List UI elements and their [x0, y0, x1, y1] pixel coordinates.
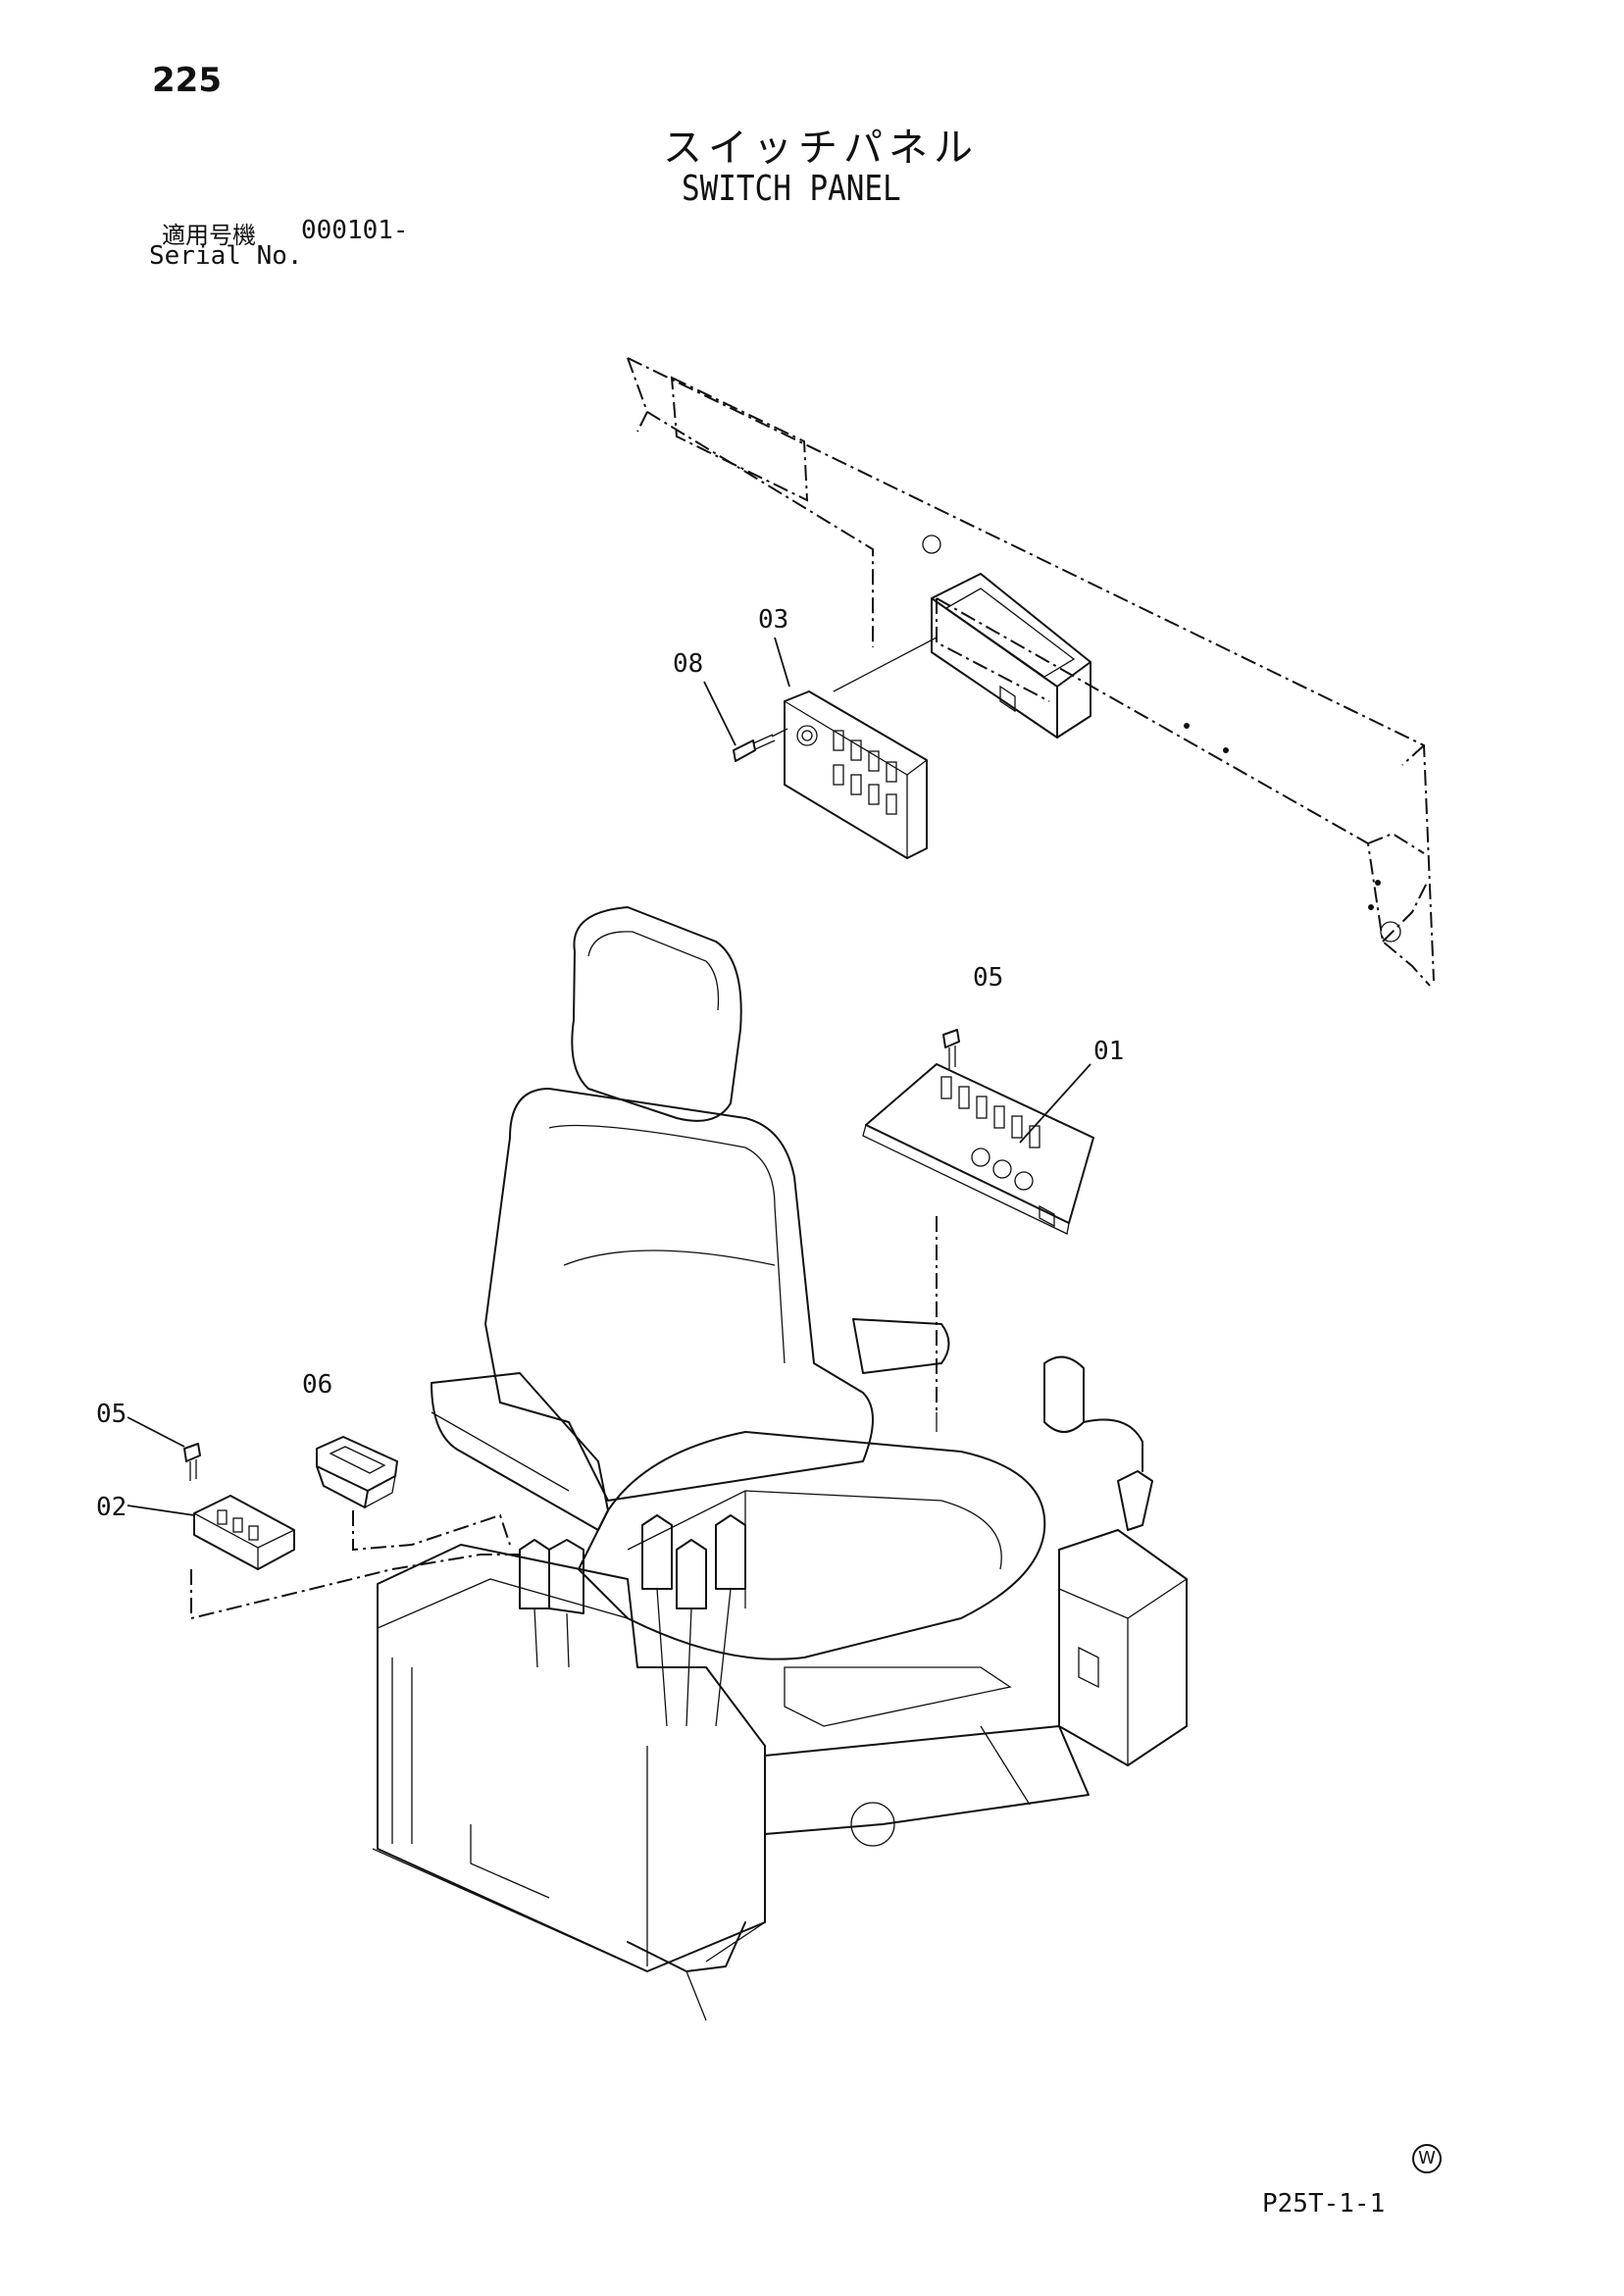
watermark-circle-w: W	[1412, 2144, 1442, 2173]
page-number: 225	[152, 61, 222, 100]
title-japanese: スイッチパネル	[663, 126, 979, 171]
title-english: SWITCH PANEL	[682, 169, 901, 209]
front-console-beam	[627, 357, 1435, 987]
serial-label-english: Serial No.	[149, 241, 303, 271]
callout-06: 06	[302, 1370, 332, 1400]
leader-03	[774, 637, 790, 688]
switch-panel-03	[784, 690, 928, 859]
screw-05-left	[183, 1443, 201, 1481]
leader-08	[703, 681, 736, 746]
switch-panel-02	[193, 1495, 295, 1570]
serial-label-japanese: 適用号機	[162, 222, 256, 249]
callout-05-left: 05	[96, 1400, 127, 1429]
callout-08: 08	[673, 649, 703, 679]
callout-05-top: 05	[973, 963, 1003, 993]
screw-08	[733, 734, 776, 762]
leader-05-left	[127, 1416, 185, 1448]
leader-02	[127, 1505, 195, 1516]
callout-03: 03	[758, 605, 788, 635]
switch-panel-06	[316, 1436, 398, 1508]
operator-seat	[431, 906, 1046, 1727]
control-levers	[519, 1355, 1153, 1727]
switch-panel-01	[862, 1063, 1094, 1235]
page-reference: P25T-1-1	[1262, 2189, 1386, 2219]
serial-number-value: 000101-	[301, 216, 409, 245]
screw-05-top	[942, 1029, 960, 1069]
operator-base-frame	[372, 1529, 1188, 2021]
switch-panel-housing	[931, 573, 1091, 739]
leader-01	[1019, 1063, 1091, 1144]
callout-02: 02	[96, 1493, 127, 1522]
callout-01: 01	[1093, 1037, 1124, 1066]
